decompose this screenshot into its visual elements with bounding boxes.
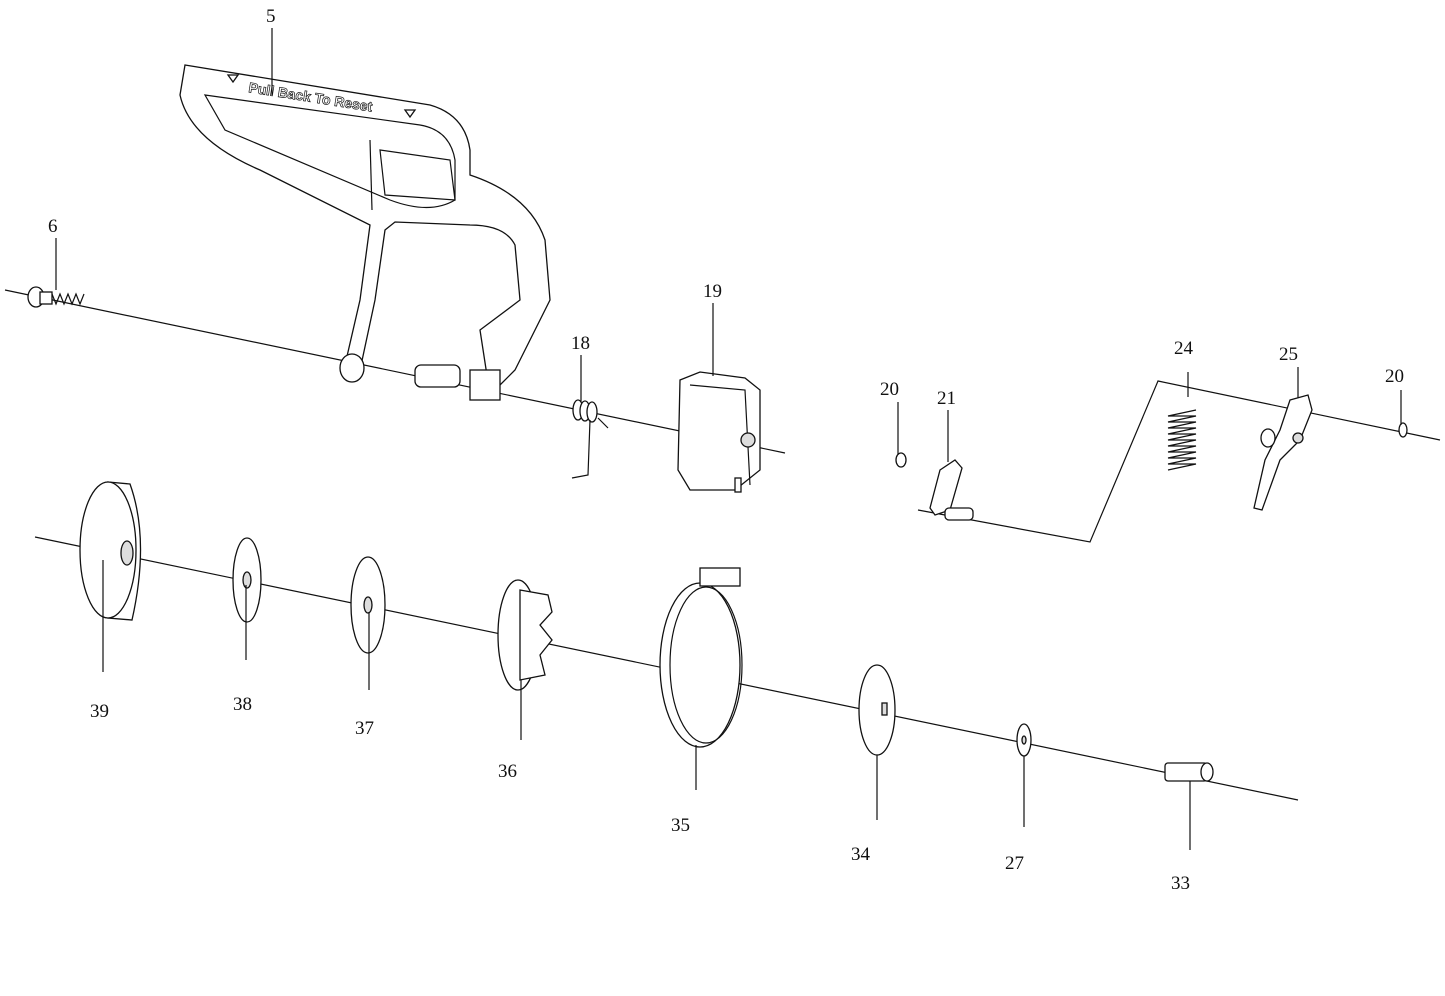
clip-right-part [1398,422,1408,438]
label-25: 25 [1279,344,1298,365]
label-5: 5 [266,6,276,27]
label-34: 34 [851,844,871,865]
coil-spring-part [1167,409,1197,471]
drum-part [79,481,142,621]
washer-part [232,537,262,623]
housing-part [677,371,761,493]
disc-part [858,664,896,756]
handle-part: Pull Back To Reset [179,64,551,401]
label-33: 33 [1171,873,1190,894]
torsion-spring-part [571,399,609,479]
label-27: 27 [1005,853,1024,874]
lever-part [929,459,974,521]
label-24: 24 [1174,338,1194,359]
label-19: 19 [703,281,722,302]
label-35: 35 [671,815,690,836]
washer-large-part [350,556,386,654]
label-38: 38 [233,694,252,715]
axis-upper [4,289,786,454]
label-20-right: 20 [1385,366,1404,387]
small-washer-part [1016,723,1032,757]
pawl-part [1253,394,1313,511]
label-18: 18 [571,333,590,354]
clip-left-part [895,452,907,468]
label-39: 39 [90,701,109,722]
label-36: 36 [498,761,517,782]
leader-lines [55,28,1402,850]
brake-band-part [659,567,743,748]
screw-part [27,286,85,308]
label-37: 37 [355,718,374,739]
bushing-part [1164,762,1214,782]
label-21: 21 [937,388,956,409]
ratchet-wheel-part [497,579,553,691]
label-20-left: 20 [880,379,899,400]
label-6: 6 [48,216,58,237]
